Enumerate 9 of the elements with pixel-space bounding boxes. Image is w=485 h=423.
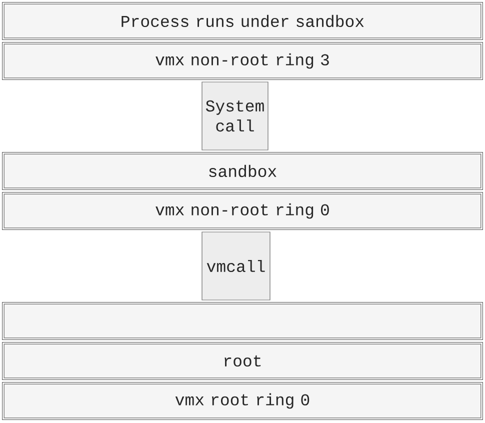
layer-box: Process runs under sandbox: [2, 2, 483, 40]
layer-box: vmx root ring 0: [2, 382, 483, 420]
layer-box: [2, 302, 483, 340]
layer-box: vmx non-root ring 3: [2, 42, 483, 80]
layer-box: sandbox: [2, 152, 483, 190]
call-box: System call: [202, 82, 268, 150]
layer-box: vmx non-root ring 0: [2, 192, 483, 230]
layer-box: root: [2, 342, 483, 380]
call-box: vmcall: [202, 232, 270, 300]
